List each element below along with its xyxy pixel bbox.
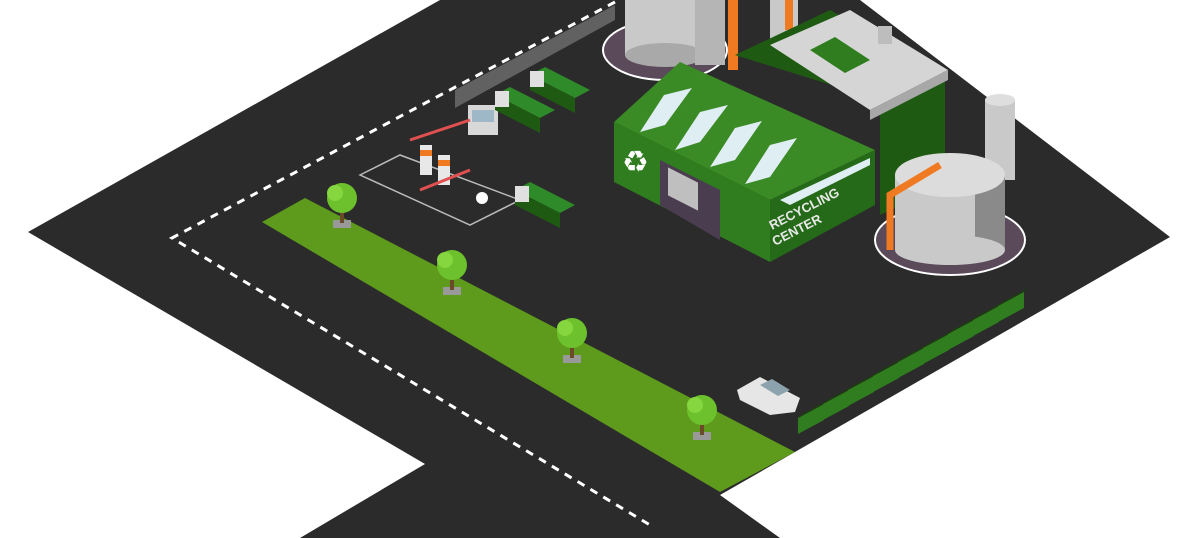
trees [327, 183, 717, 440]
hangar-side [770, 150, 875, 262]
waste-bin [923, 330, 953, 364]
waste-bin [973, 302, 1003, 336]
road-ground [28, 0, 1170, 538]
gate-booth [358, 105, 522, 226]
waste-bin [948, 316, 978, 350]
recycle-icon: ♻ [622, 145, 649, 180]
tree [687, 395, 717, 440]
waste-bin [798, 400, 828, 434]
tree [557, 318, 587, 363]
tree [327, 183, 357, 228]
waste-bins [798, 288, 1028, 434]
storage-tanks [602, 0, 1015, 180]
waste-bin [898, 344, 928, 378]
tree [437, 250, 467, 295]
waste-bin [848, 372, 878, 406]
garbage-trucks [495, 67, 590, 228]
right-tank [874, 153, 1026, 276]
waste-bin [873, 358, 903, 392]
recycling-center-building: ♻ RECYCLING CENTER [614, 10, 948, 262]
dashed-lane-line [168, 0, 651, 527]
fence [455, 5, 615, 108]
waste-bin [823, 386, 853, 420]
grass-strip [262, 198, 795, 492]
waste-bin [998, 288, 1028, 322]
car [737, 377, 800, 415]
